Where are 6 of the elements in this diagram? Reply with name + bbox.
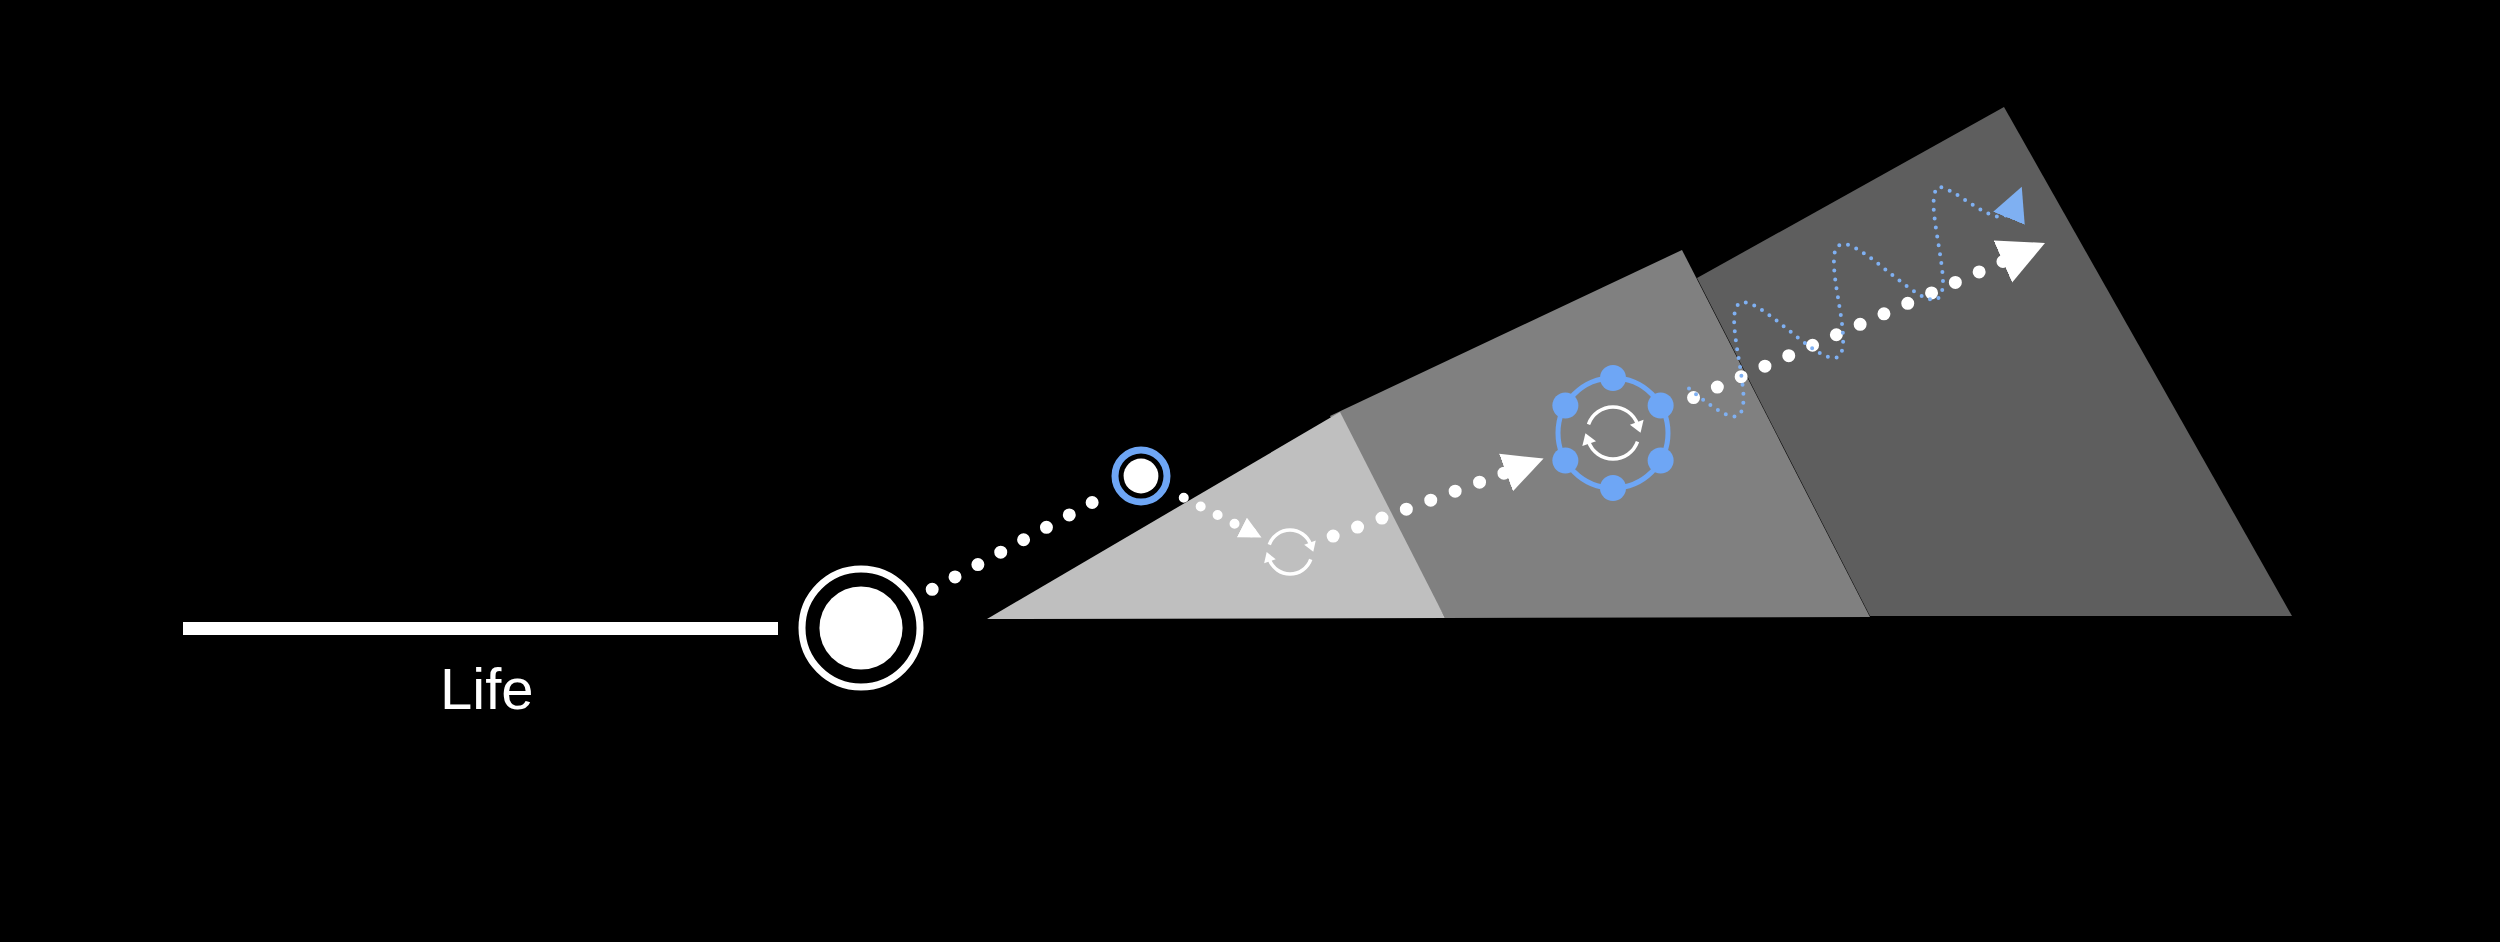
timeline-label: Life xyxy=(440,660,534,718)
dotted-arrow xyxy=(1178,492,1262,538)
ringed-dot-icon xyxy=(1109,444,1173,508)
dotted-arrow xyxy=(1687,240,2045,405)
double-circle-icon xyxy=(796,563,926,693)
dotted-arrow xyxy=(1687,184,2025,419)
